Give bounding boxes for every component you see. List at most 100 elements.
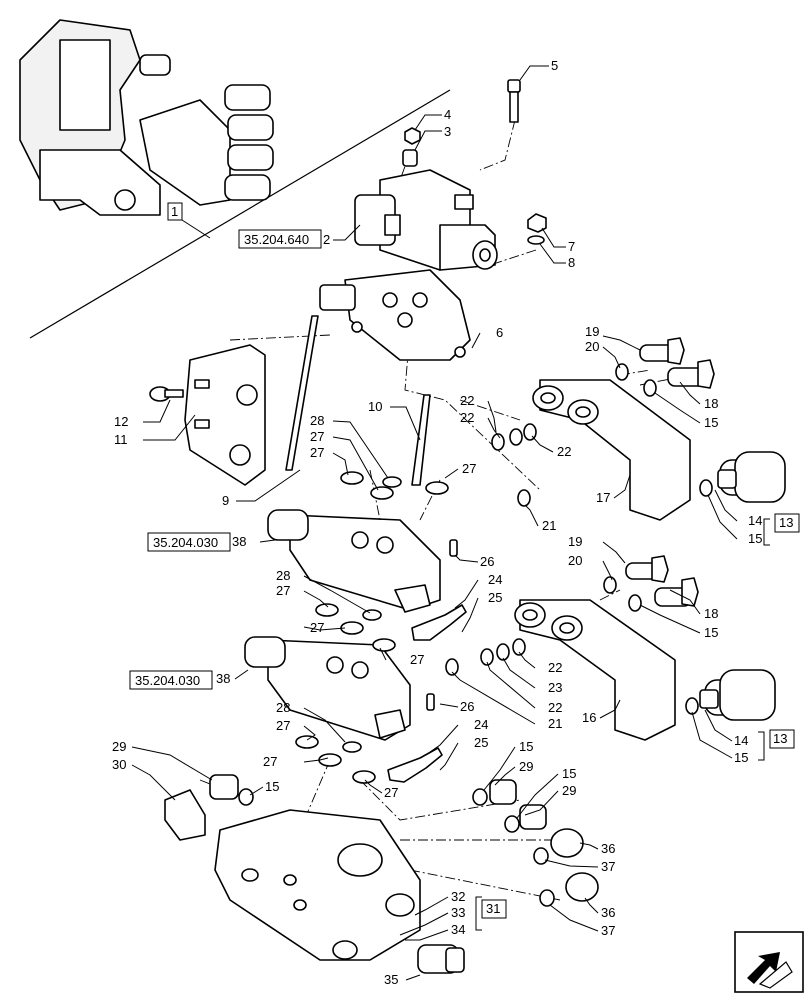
levers <box>387 604 467 783</box>
callout-26a: 26 <box>480 554 494 569</box>
callout-29c: 29 <box>562 783 576 798</box>
callout-24b: 24 <box>474 717 488 732</box>
callout-15d: 15 <box>734 750 748 765</box>
callout-36b: 36 <box>601 905 615 920</box>
callout-38a: 38 <box>232 534 246 549</box>
callout-2: 2 <box>323 232 330 247</box>
callout-8: 8 <box>568 255 575 270</box>
callout-15e: 15 <box>265 779 279 794</box>
callout-28c: 28 <box>276 700 290 715</box>
callout-21b: 21 <box>548 716 562 731</box>
callout-labels: 5 4 3 2 7 8 6 12 11 10 28 27 27 27 9 19 … <box>112 58 793 987</box>
callout-27c: 27 <box>462 461 476 476</box>
callout-29a: 29 <box>112 739 126 754</box>
callout-3: 3 <box>444 124 451 139</box>
control-valve-section-lower <box>244 636 411 741</box>
callout-15f: 15 <box>519 739 533 754</box>
callout-15c: 15 <box>704 625 718 640</box>
pins-26 <box>426 539 458 711</box>
callout-4: 4 <box>444 107 451 122</box>
inlet-cover-block <box>214 809 421 961</box>
callout-22a: 22 <box>460 393 474 408</box>
callout-6: 6 <box>496 325 503 340</box>
o-rings <box>238 363 713 942</box>
callout-37b: 37 <box>601 923 615 938</box>
callout-12: 12 <box>114 414 128 429</box>
callout-10: 10 <box>368 399 382 414</box>
quick-coupler-14-lower <box>699 669 776 721</box>
callout-19b: 19 <box>568 534 582 549</box>
reference-box-030-upper: 35.204.030 <box>147 532 231 552</box>
callout-22e: 22 <box>548 700 562 715</box>
callout-5: 5 <box>551 58 558 73</box>
reference-box-640: 35.204.640 <box>238 229 322 249</box>
regulator-valve <box>319 269 471 361</box>
callout-7: 7 <box>568 239 575 254</box>
callout-38b: 38 <box>216 671 230 686</box>
callout-20a: 20 <box>585 339 599 354</box>
callout-18a: 18 <box>704 396 718 411</box>
callout-26b: 26 <box>460 699 474 714</box>
callout-14b: 14 <box>734 733 748 748</box>
nut-and-bushing <box>402 127 421 167</box>
oil-manifold-16 <box>514 599 676 741</box>
fittings-19-18-upper <box>639 337 715 389</box>
tie-rods <box>285 315 431 486</box>
callout-14a: 14 <box>748 513 762 528</box>
control-valve-section-upper <box>267 509 441 613</box>
callout-27e: 27 <box>310 620 324 635</box>
callout-33: 33 <box>451 905 465 920</box>
screw-12 <box>149 386 184 402</box>
callout-17: 17 <box>596 490 610 505</box>
callout-22b: 22 <box>460 410 474 425</box>
callout-28: 28 <box>310 413 324 428</box>
callout-13b: 13 <box>773 731 787 746</box>
inset-assembly-view: 1 <box>19 19 451 339</box>
quick-coupler-14-upper <box>717 451 786 503</box>
callout-20b: 20 <box>568 553 582 568</box>
reference-box-31 <box>481 899 507 919</box>
callout-24a: 24 <box>488 572 502 587</box>
callout-29b: 29 <box>519 759 533 774</box>
callout-22d: 22 <box>548 660 562 675</box>
callout-27i: 27 <box>384 785 398 800</box>
callout-11: 11 <box>114 432 128 447</box>
callout-27f: 27 <box>410 652 424 667</box>
callout-23: 23 <box>548 680 562 695</box>
callout-28b: 28 <box>276 568 290 583</box>
fittings-19-18-lower <box>625 555 699 607</box>
callout-25a: 25 <box>488 590 502 605</box>
callout-15g: 15 <box>562 766 576 781</box>
callout-31: 31 <box>486 901 500 916</box>
callout-9: 9 <box>222 493 229 508</box>
callout-32: 32 <box>451 889 465 904</box>
solenoid-valve <box>354 169 498 271</box>
mounting-plate <box>184 344 266 486</box>
reference-box-13-lower <box>769 729 795 749</box>
reference-35-204-030-upper: 35.204.030 <box>153 535 218 550</box>
callout-30: 30 <box>112 757 126 772</box>
callout-27g: 27 <box>276 718 290 733</box>
callout-1: 1 <box>171 204 178 219</box>
callout-18b: 18 <box>704 606 718 621</box>
next-page-arrow-icon[interactable] <box>734 931 804 993</box>
callout-27a: 27 <box>310 429 324 444</box>
callout-35: 35 <box>384 972 398 987</box>
callout-34: 34 <box>451 922 465 937</box>
callout-21a: 21 <box>542 518 556 533</box>
callout-27b: 27 <box>310 445 324 460</box>
callout-15a: 15 <box>704 415 718 430</box>
reference-box-030-lower: 35.204.030 <box>129 670 213 690</box>
nut-and-washer-7-8 <box>527 213 547 245</box>
callout-25b: 25 <box>474 735 488 750</box>
callout-15b: 15 <box>748 531 762 546</box>
screw <box>507 79 521 123</box>
callout-37a: 37 <box>601 859 615 874</box>
plugs-and-fittings <box>164 774 599 974</box>
callout-27h: 27 <box>263 754 277 769</box>
callout-36a: 36 <box>601 841 615 856</box>
callout-19a: 19 <box>585 324 599 339</box>
reference-35-204-030-lower: 35.204.030 <box>135 673 200 688</box>
reference-box-13-upper <box>774 513 800 533</box>
